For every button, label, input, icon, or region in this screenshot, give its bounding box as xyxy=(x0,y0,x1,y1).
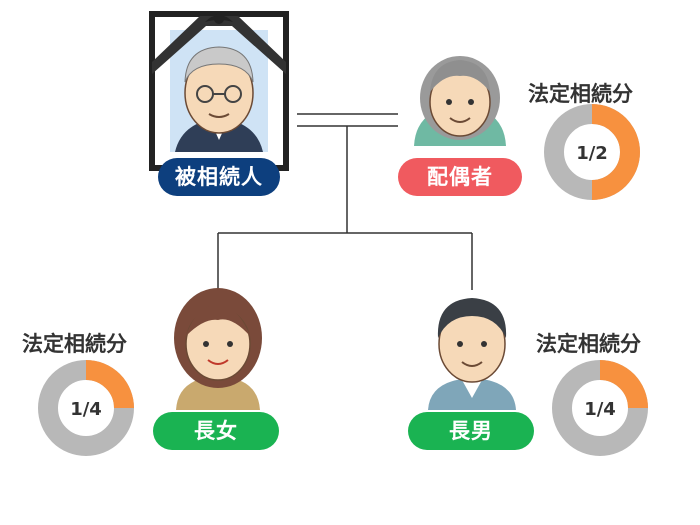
daughter-label: 長女 xyxy=(153,412,279,450)
son-share-donut: 1/4 xyxy=(552,360,648,456)
daughter-share-fraction: 1/4 xyxy=(70,399,102,420)
spouse-share-title: 法定相続分 xyxy=(528,82,633,106)
son-label: 長男 xyxy=(408,412,534,450)
spouse-share-fraction: 1/2 xyxy=(576,143,608,164)
deceased-label: 被相続人 xyxy=(158,158,280,196)
daughter-share-donut: 1/4 xyxy=(38,360,134,456)
spouse-avatar xyxy=(414,56,506,146)
spouse-share-donut: 1/2 xyxy=(544,104,640,200)
family-tree-connectors xyxy=(217,113,473,290)
spouse-share-arc xyxy=(591,104,640,200)
son-share-arc xyxy=(599,360,648,409)
spouse-label: 配偶者 xyxy=(398,158,522,196)
daughter-avatar xyxy=(174,288,262,410)
son-share-title: 法定相続分 xyxy=(536,332,641,356)
daughter-share-arc xyxy=(85,360,134,409)
deceased-portrait xyxy=(149,11,289,171)
son-share-fraction: 1/4 xyxy=(584,399,616,420)
daughter-share-title: 法定相続分 xyxy=(22,332,127,356)
son-avatar xyxy=(428,298,516,410)
